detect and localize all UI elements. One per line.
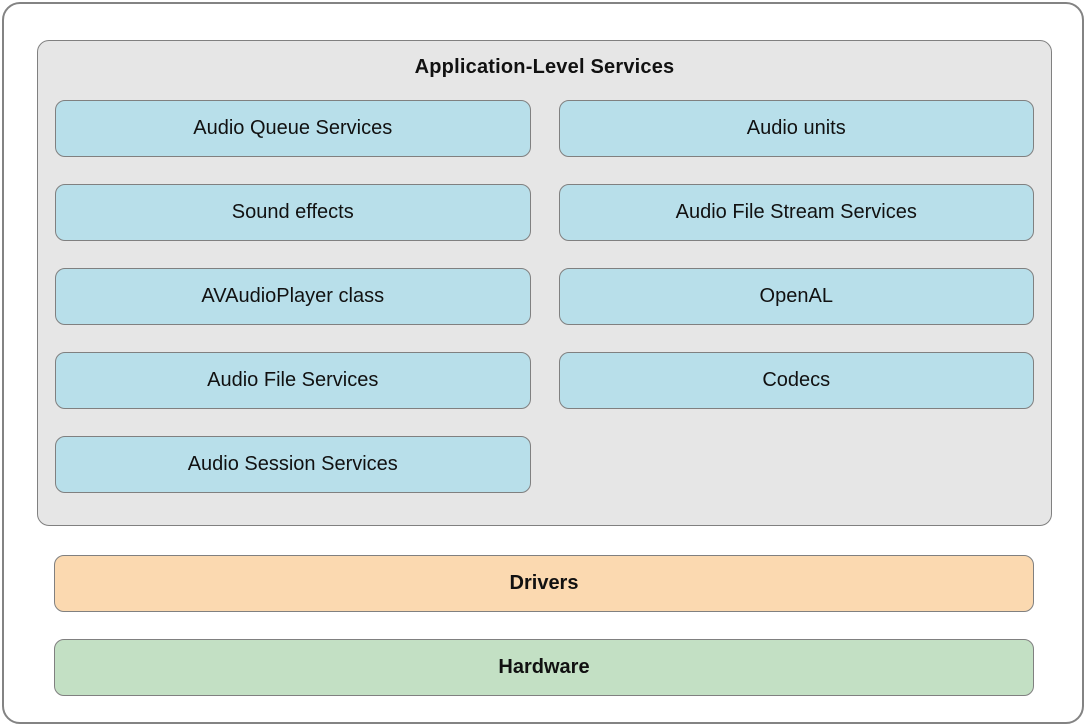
service-box-audio-session-services: Audio Session Services <box>55 436 531 493</box>
service-box-audio-units: Audio units <box>558 100 1034 157</box>
panel-title: Application-Level Services <box>414 56 675 78</box>
drivers-layer-bar: Drivers <box>54 555 1034 612</box>
services-column-left: Audio Queue Services Sound effects AVAud… <box>55 100 531 493</box>
service-box-avaudioplayer-class: AVAudioPlayer class <box>55 268 531 325</box>
services-columns: Audio Queue Services Sound effects AVAud… <box>55 100 1034 493</box>
service-box-audio-queue-services: Audio Queue Services <box>55 100 531 157</box>
service-box-sound-effects: Sound effects <box>55 184 531 241</box>
service-box-audio-file-services: Audio File Services <box>55 352 531 409</box>
service-box-openal: OpenAL <box>558 268 1034 325</box>
application-level-services-panel: Application-Level Services Audio Queue S… <box>37 40 1052 526</box>
services-column-right: Audio units Audio File Stream Services O… <box>558 100 1034 493</box>
hardware-layer-bar: Hardware <box>54 639 1034 696</box>
service-box-audio-file-stream-services: Audio File Stream Services <box>558 184 1034 241</box>
service-box-codecs: Codecs <box>558 352 1034 409</box>
